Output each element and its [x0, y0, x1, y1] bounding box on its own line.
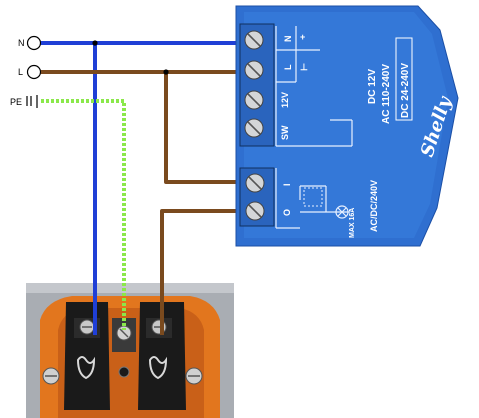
- relay-rating-ac: AC 110-240V: [381, 64, 392, 124]
- neutral-terminal: [26, 35, 42, 51]
- relay-terminal-i-label: I: [282, 183, 292, 186]
- socket-contact-left: [64, 302, 110, 410]
- relay-terminal-12v-label: 12V: [280, 92, 290, 108]
- line-terminal: [26, 64, 42, 80]
- lamp-icon: [335, 205, 349, 219]
- terminal-screws-top: [244, 30, 264, 138]
- relay-rating-dc24: DC 24-240V: [400, 63, 411, 118]
- earth-terminal-label: PE: [10, 97, 22, 107]
- dc-rating-box: [395, 37, 413, 121]
- line-terminal-label: L: [18, 67, 23, 77]
- neutral-terminal-label: N: [18, 38, 25, 48]
- relay-terminal-sw-label: SW: [280, 125, 290, 140]
- output-wire-to-socket: [160, 209, 252, 335]
- earth-wire: [41, 99, 126, 330]
- polarity-plus-label: +: [300, 32, 305, 42]
- line-junction: [163, 69, 169, 75]
- relay-rating-dc12: DC 12V: [367, 69, 378, 104]
- line-wire-to-relay-input: [164, 72, 252, 184]
- earth-symbol-icon: [26, 95, 38, 108]
- relay-terminal-l-label: L: [283, 64, 293, 70]
- wall-socket: [26, 283, 234, 418]
- wires: [41, 40, 252, 335]
- neutral-junction: [92, 40, 98, 46]
- relay-terminal-o-label: O: [282, 209, 292, 216]
- shelly-relay: N L SW 12V O I + ⊥ DC 12V AC 110-240V DC…: [235, 5, 459, 247]
- relay-max-current: MAX 16A: [349, 208, 356, 238]
- relay-output-rating: AC/DC/240V: [369, 180, 379, 232]
- polarity-minus-label: ⊥: [300, 62, 308, 72]
- mains-terminals: N L PE: [10, 35, 42, 108]
- relay-terminal-n-label: N: [283, 36, 293, 43]
- terminal-screws-bottom: [245, 173, 265, 221]
- relay-contact-symbol: [303, 187, 323, 207]
